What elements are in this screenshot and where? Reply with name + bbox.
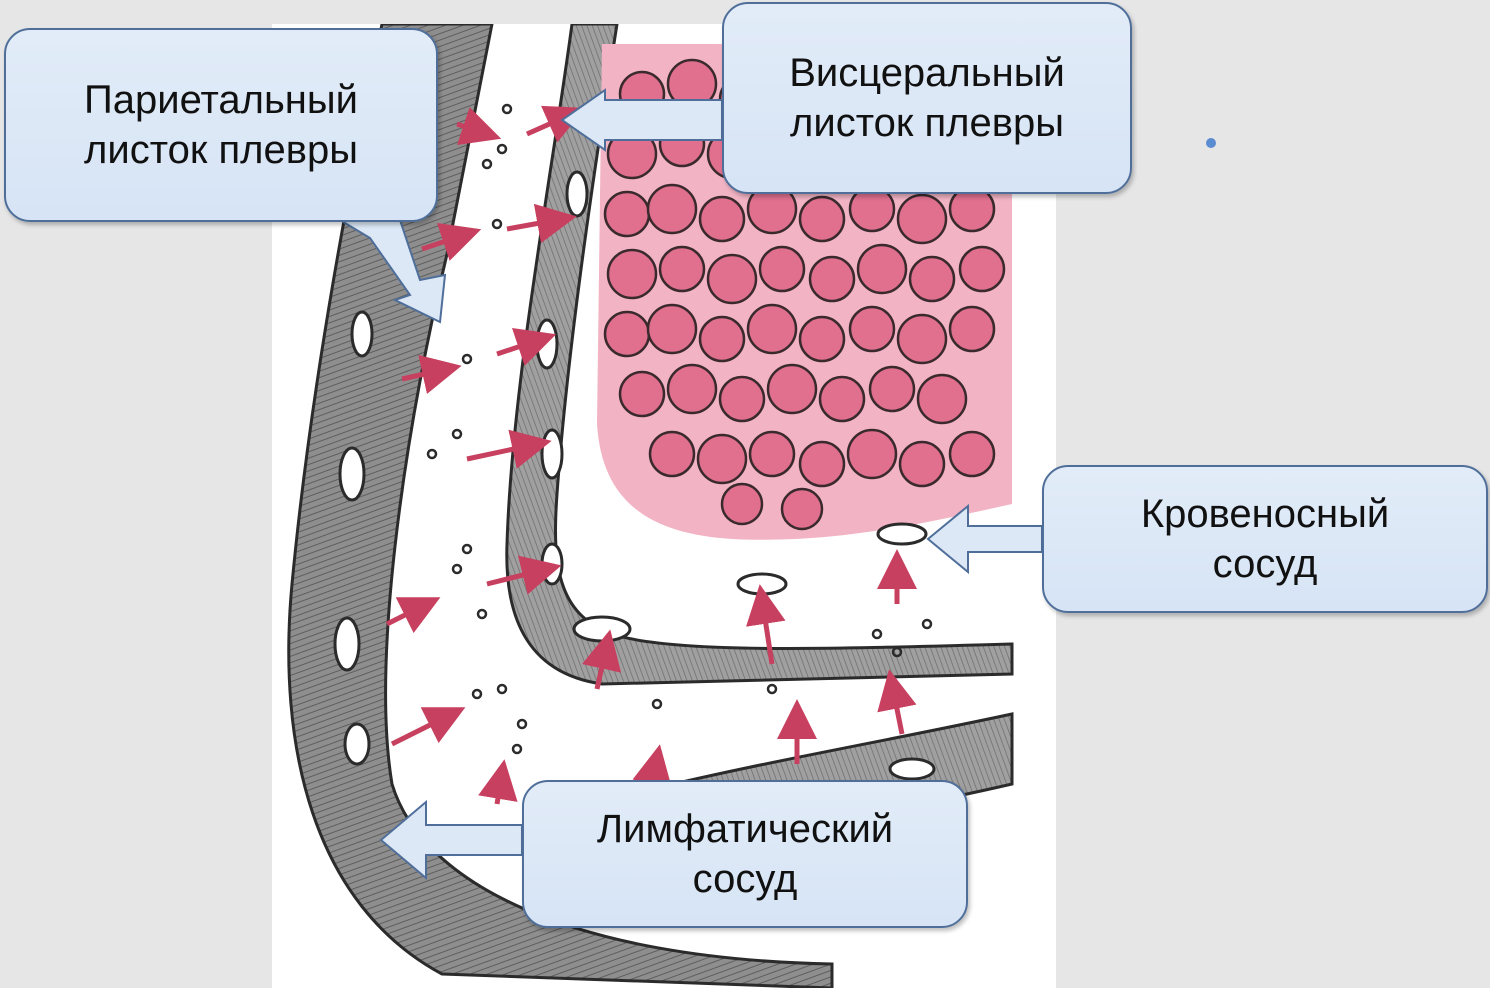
blood-vessel-label: Кровеносный сосуд: [1042, 465, 1488, 613]
parietal-pleura-label: Париетальный листок плевры: [4, 28, 438, 222]
lymphatic-vessel-label: Лимфатический сосуд: [522, 780, 968, 928]
visceral-pleura-label: Висцеральный листок плевры: [722, 2, 1132, 194]
bullet-dot-icon: [1206, 138, 1216, 148]
